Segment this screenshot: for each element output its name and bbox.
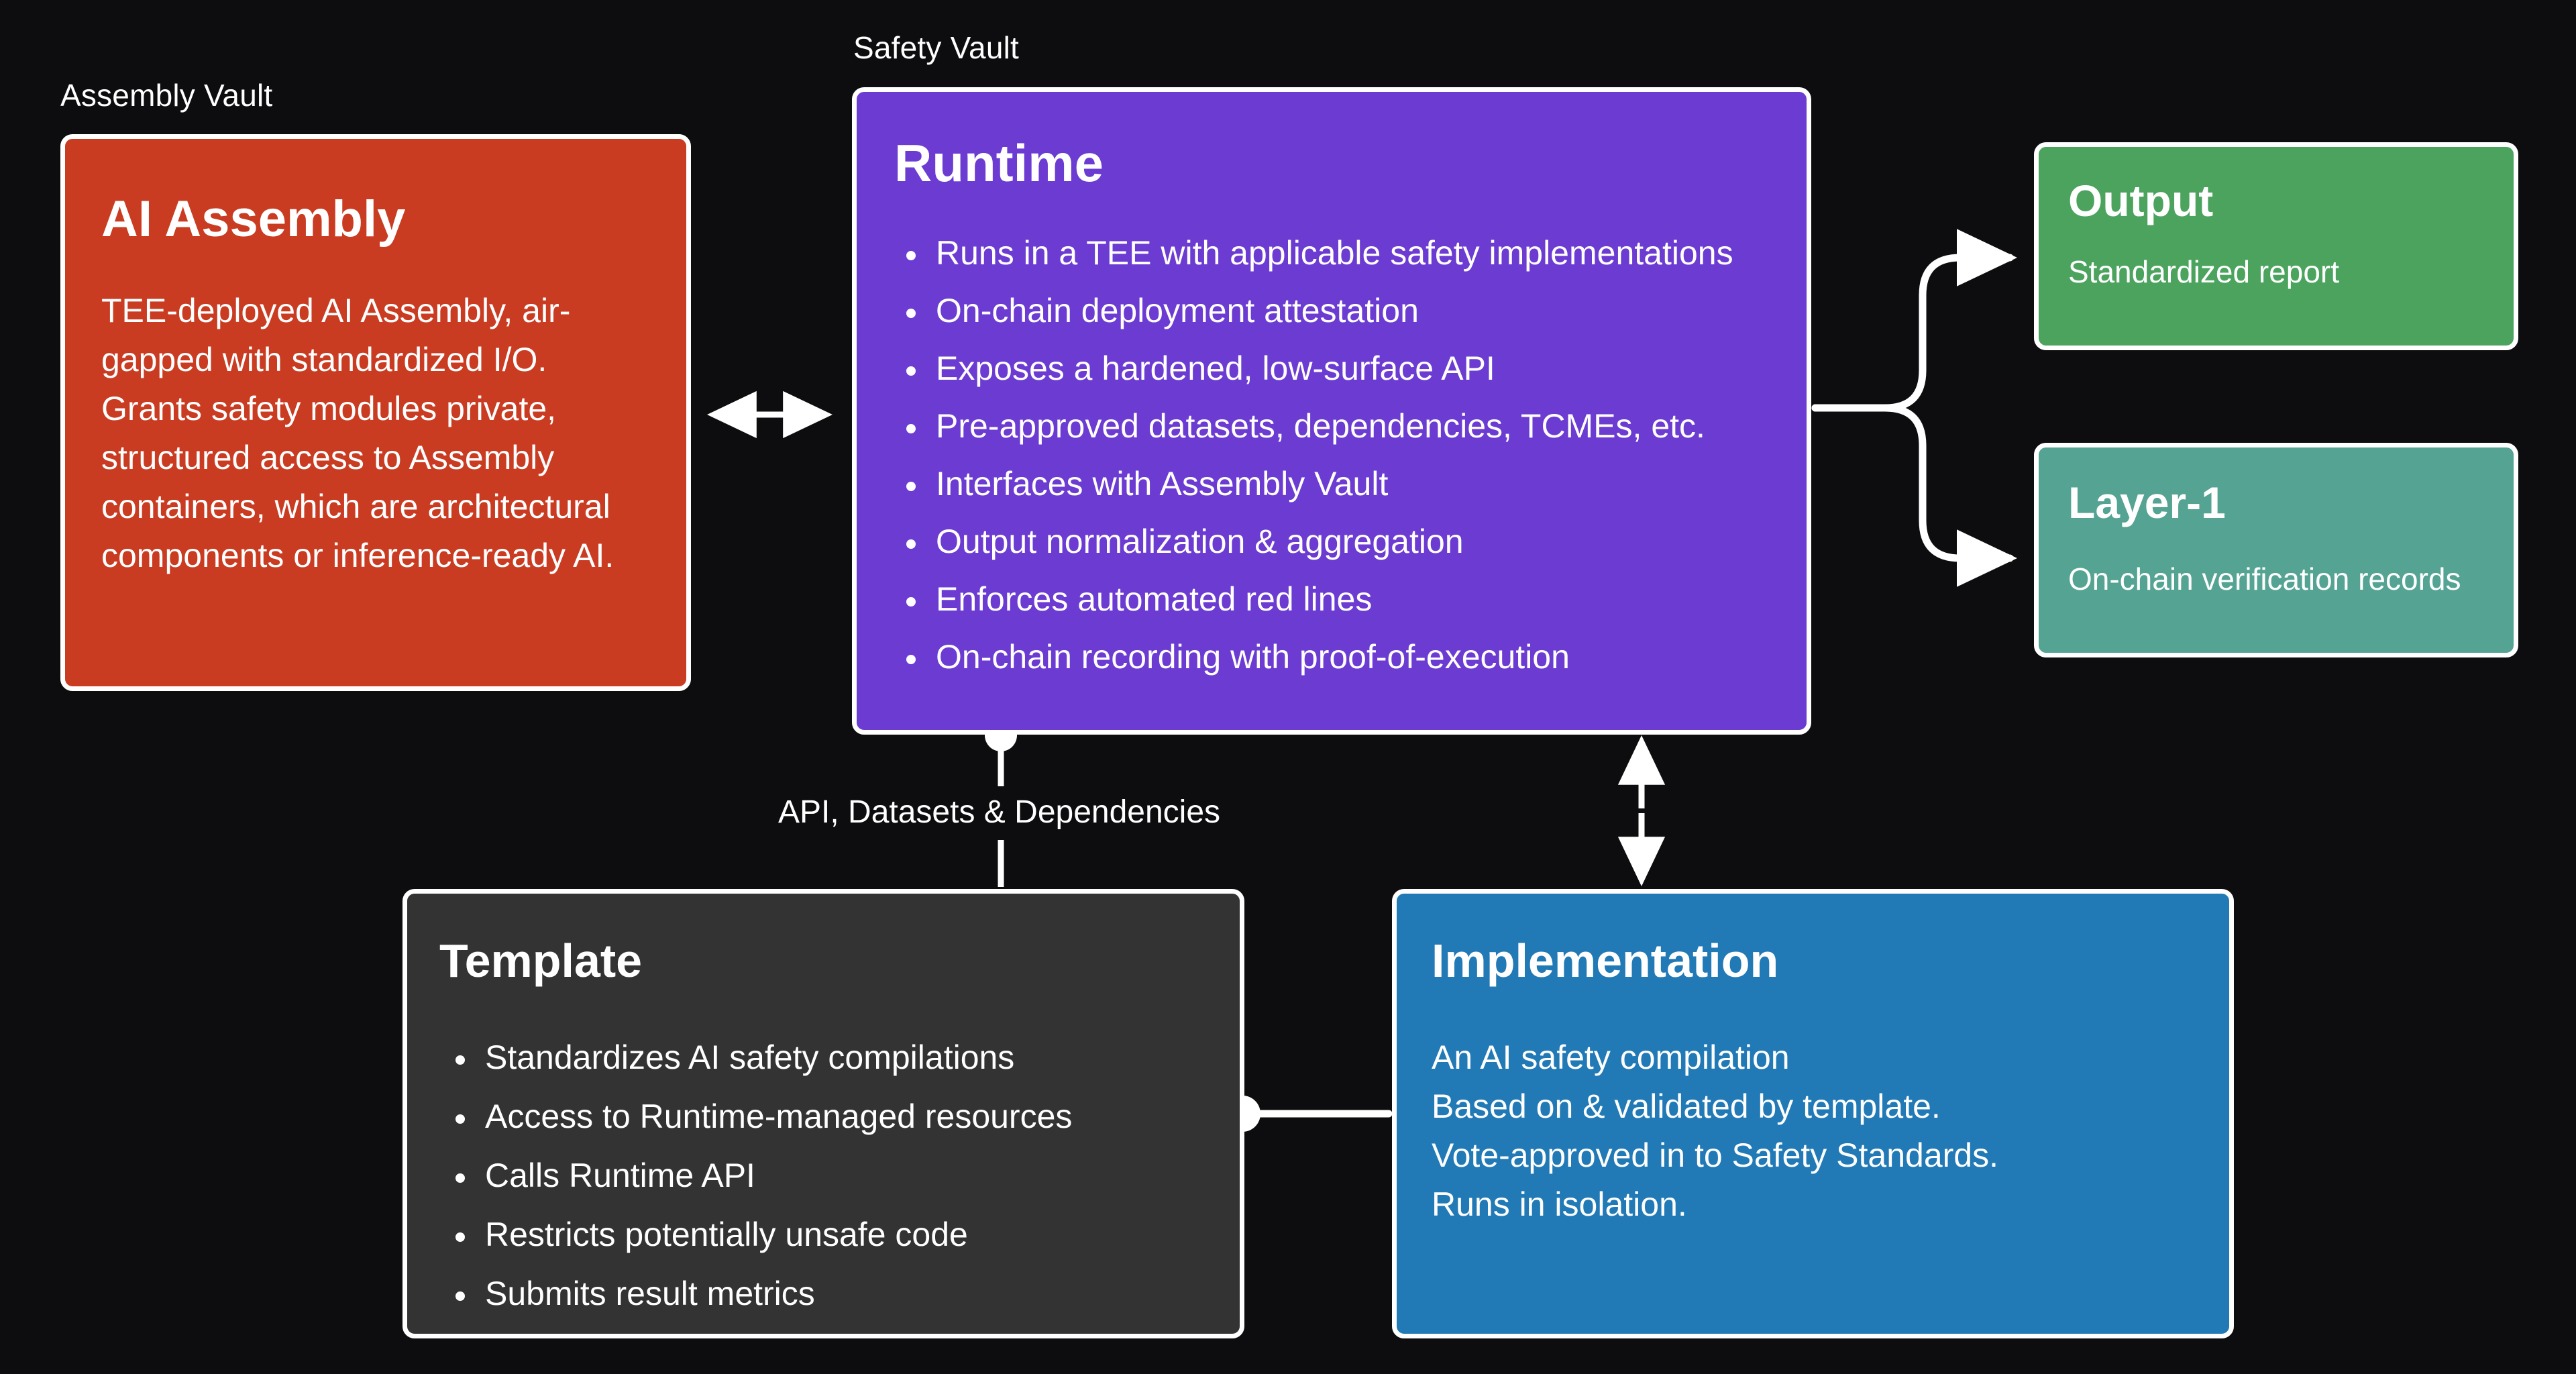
list-item: Standardizes AI safety compilations xyxy=(478,1036,1208,1079)
node-output-body: Standardized report xyxy=(2068,254,2340,290)
node-template-title: Template xyxy=(439,935,643,987)
group-label-safety-vault: Safety Vault xyxy=(853,30,1020,65)
edge-template-implementation xyxy=(1224,1096,1393,1132)
node-layer1-title: Layer-1 xyxy=(2068,478,2226,527)
node-output-title: Output xyxy=(2068,176,2214,225)
list-item: Exposes a hardened, low-surface API xyxy=(929,347,1769,390)
node-layer1[interactable]: Layer-1 On-chain verification records xyxy=(2034,443,2518,657)
list-item: Submits result metrics xyxy=(478,1272,1208,1316)
list-item: Interfaces with Assembly Vault xyxy=(929,462,1769,506)
node-runtime-bullets: Runs in a TEE with applicable safety imp… xyxy=(894,231,1769,679)
list-item: Output normalization & aggregation xyxy=(929,520,1769,564)
node-ai-assembly[interactable]: AI Assembly TEE-deployed AI Assembly, ai… xyxy=(60,134,691,691)
node-ai-assembly-title: AI Assembly xyxy=(101,191,406,248)
list-item: Access to Runtime-managed resources xyxy=(478,1095,1208,1139)
list-item: On-chain recording with proof-of-executi… xyxy=(929,635,1769,679)
body-line: Based on & validated by template. xyxy=(1432,1087,1941,1125)
body-line: Runs in isolation. xyxy=(1432,1185,1687,1223)
list-item: Runs in a TEE with applicable safety imp… xyxy=(929,231,1769,275)
node-template-bullets: Standardizes AI safety compilationsAcces… xyxy=(439,1036,1208,1316)
node-layer1-body: On-chain verification records xyxy=(2068,562,2461,597)
body-line: An AI safety compilation xyxy=(1432,1038,1790,1076)
list-item: Enforces automated red lines xyxy=(929,578,1769,621)
body-line: Vote-approved in to Safety Standards. xyxy=(1432,1136,1998,1174)
node-runtime[interactable]: Runtime Runs in a TEE with applicable sa… xyxy=(852,87,1811,735)
node-implementation-title: Implementation xyxy=(1432,935,1779,987)
edge-label-api-datasets-dependencies: API, Datasets & Dependencies xyxy=(778,794,1221,830)
node-runtime-title: Runtime xyxy=(894,134,1104,193)
list-item: Calls Runtime API xyxy=(478,1154,1208,1198)
node-ai-assembly-body: TEE-deployed AI Assembly, air-gapped wit… xyxy=(101,291,614,574)
node-output[interactable]: Output Standardized report xyxy=(2034,142,2518,350)
list-item: On-chain deployment attestation xyxy=(929,289,1769,333)
list-item: Restricts potentially unsafe code xyxy=(478,1213,1208,1257)
list-item: Pre-approved datasets, dependencies, TCM… xyxy=(929,405,1769,448)
node-template[interactable]: Template Standardizes AI safety compilat… xyxy=(402,889,1244,1338)
group-label-assembly-vault: Assembly Vault xyxy=(60,78,273,113)
edge-runtime-output-layer1 xyxy=(1811,229,2018,587)
